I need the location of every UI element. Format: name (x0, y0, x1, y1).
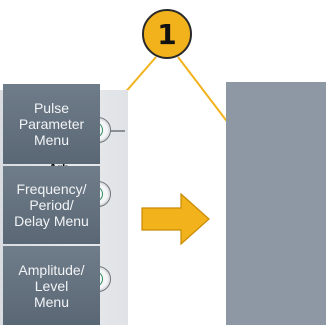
pulse-parameter-menu-button[interactable]: Pulse Parameter Menu (3, 84, 100, 164)
right-arrow-icon (141, 192, 210, 246)
side-menu (226, 82, 326, 325)
panel-connector-line (111, 130, 125, 132)
menu-item-label: Pulse Parameter Menu (18, 100, 85, 148)
menu-item-label: Frequency/ Period/ Delay Menu (14, 181, 89, 229)
frequency-period-delay-menu-button[interactable]: Frequency/ Period/ Delay Menu (3, 166, 100, 244)
menu-item-label: Amplitude/ Level Menu (18, 261, 85, 310)
amplitude-level-menu-button[interactable]: Amplitude/ Level Menu (3, 246, 100, 325)
callout-number: 1 (142, 9, 192, 59)
